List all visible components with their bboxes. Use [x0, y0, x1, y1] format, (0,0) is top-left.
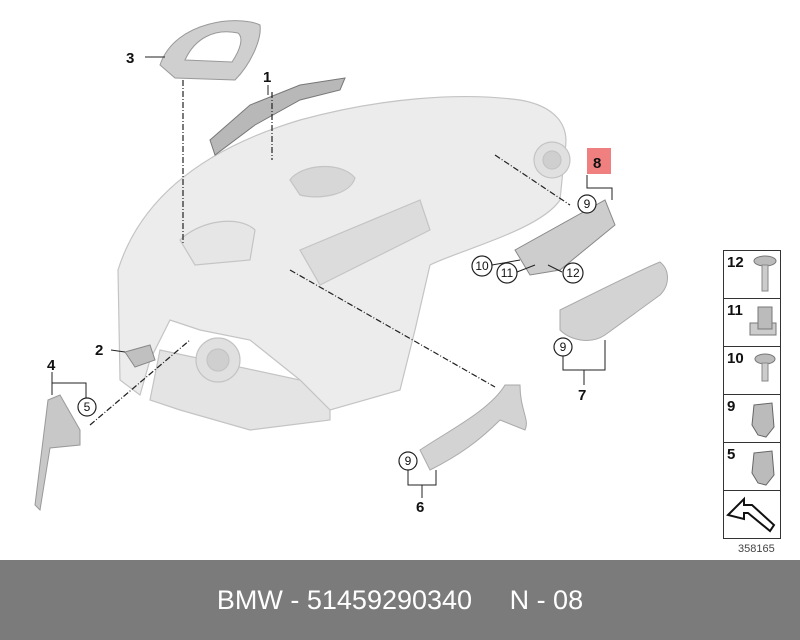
reference-number: 358165	[738, 543, 775, 555]
callout-9: 9	[560, 340, 567, 354]
part-6-cover	[419, 384, 527, 471]
callout-4: 4	[47, 357, 56, 374]
part-3-trim	[159, 20, 261, 81]
callout-3: 3	[126, 50, 134, 67]
footer-bar: BMW - 51459290340 N - 08	[0, 560, 800, 640]
forward-arrow-icon	[726, 496, 776, 533]
callout-1: 1	[263, 69, 271, 86]
legend-item	[723, 490, 781, 539]
legend-item: 9	[723, 394, 781, 442]
legend-number: 10	[727, 350, 744, 367]
legend-item: 5	[723, 442, 781, 490]
part-7-cover	[559, 261, 668, 341]
legend-number: 9	[727, 398, 736, 415]
fastener-legend: 12 11 10 9 5	[723, 250, 781, 539]
spring-clip-icon	[751, 450, 775, 486]
legend-number: 5	[727, 446, 736, 463]
spring-clip-icon	[751, 402, 775, 438]
callout-7: 7	[578, 387, 586, 404]
callout-8[interactable]: 8	[593, 155, 601, 172]
legend-item: 11	[723, 298, 781, 346]
part-2-clip	[124, 344, 156, 368]
dashboard-illustration	[117, 96, 571, 431]
leader-lines	[89, 80, 571, 426]
screw-icon	[753, 255, 777, 292]
callout-12: 12	[566, 266, 580, 280]
nut-clip-icon	[749, 306, 777, 336]
callout-9: 9	[584, 197, 591, 211]
parts-diagram: 3 1 2 4 6 7 8 5 9 10 11 12 9 9	[34, 20, 668, 516]
legend-item: 12	[723, 250, 781, 298]
legend-number: 12	[727, 254, 744, 271]
callout-11: 11	[501, 266, 514, 280]
legend-item: 10	[723, 346, 781, 394]
callout-2: 2	[95, 342, 103, 359]
callout-lines	[51, 56, 613, 498]
callout-5: 5	[84, 400, 91, 414]
callout-10: 10	[475, 259, 489, 273]
callout-9: 9	[405, 454, 412, 468]
footer-text: BMW - 51459290340 N - 08	[216, 584, 584, 615]
legend-number: 11	[727, 302, 743, 319]
screw-small-icon	[754, 353, 776, 382]
part-1-vent	[209, 77, 346, 156]
part-4-panel	[34, 394, 81, 512]
highlight-box	[587, 148, 611, 174]
callout-6: 6	[416, 499, 424, 516]
callout-circles	[77, 194, 597, 471]
